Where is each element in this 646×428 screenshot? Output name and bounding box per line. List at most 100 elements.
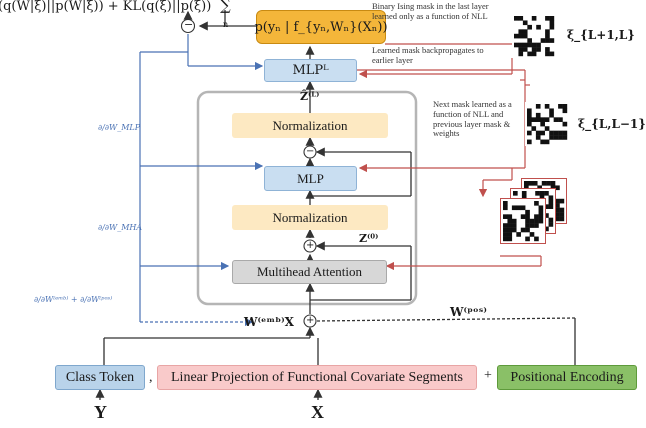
mask-pixel: [549, 24, 555, 30]
mask-pixel: [535, 112, 541, 118]
mask-pixel: [522, 42, 528, 48]
mask-pixel: [503, 236, 508, 242]
mask-pixel: [514, 42, 519, 48]
mask-pixel: [549, 20, 555, 26]
mask-pixel: [555, 203, 560, 208]
positional-weight-label: W⁽ᵖᵒˢ⁾: [450, 305, 487, 319]
mask-pixel: [507, 218, 513, 224]
positional-encoding-box: Positional Encoding: [497, 365, 637, 390]
mask-pixel: [511, 227, 517, 233]
mask-pixel: [527, 38, 532, 43]
mask-pixel: [545, 16, 550, 21]
mask-pixel: [558, 104, 563, 109]
mask-pixel: [548, 222, 554, 227]
mask-pixel: [562, 121, 568, 127]
mask-pixel: [529, 218, 535, 224]
mask-pixel: [562, 108, 568, 114]
mask-pixel: [540, 130, 545, 136]
ising-mask-previous-layer: [525, 102, 569, 146]
mask-pixel: [516, 232, 521, 237]
loss-minus-sign: −: [184, 18, 194, 31]
mask-pixel: [555, 185, 560, 191]
mask-pixel: [536, 24, 541, 30]
mask-pixel: [550, 185, 556, 191]
mask-pixel: [531, 42, 537, 48]
mask-pixel: [549, 51, 555, 57]
mask-pixel: [559, 212, 565, 217]
mask-pixel: [507, 227, 513, 233]
mask-pixel: [525, 218, 530, 224]
mask-pixel: [562, 130, 568, 136]
mask-pixel: [527, 121, 532, 127]
mask-pixel: [534, 201, 539, 206]
mask-pixel: [555, 198, 560, 204]
mask-pixel: [559, 198, 565, 204]
mask-pixel: [540, 117, 545, 122]
loss-minus-node: [180, 18, 196, 34]
mask-pixel: [528, 181, 534, 186]
mask-pixel: [527, 108, 532, 114]
input-plus: +: [484, 368, 492, 383]
multihead-attention-box: Multihead Attention: [232, 260, 387, 284]
mask-pixel: [553, 117, 559, 122]
mask-pixel: [555, 212, 560, 217]
mask-pixel: [531, 126, 537, 131]
mask-pixel: [507, 232, 513, 237]
mask-pixel: [535, 191, 540, 196]
mask-pixel: [562, 135, 568, 140]
mask-pixel: [518, 16, 524, 21]
mlp-last-layer-box: MLPᴸ: [264, 59, 357, 82]
mask-pixel: [503, 232, 508, 237]
mask-pixel: [521, 195, 527, 201]
variable-x: X: [311, 402, 324, 422]
mask-pixel: [527, 112, 532, 118]
mask-pixel: [537, 185, 542, 191]
mask-pixel: [518, 33, 524, 39]
residual-plus-sign: +: [306, 240, 315, 251]
mask-pixel: [549, 16, 555, 21]
mask-pixel: [514, 33, 519, 39]
mask-pixel: [511, 205, 517, 211]
mask-pixel: [548, 217, 554, 223]
mask-pixel: [539, 195, 545, 201]
mask-pixel: [553, 130, 559, 136]
mask-pixel: [503, 214, 508, 219]
mask-pixel: [549, 112, 554, 118]
mask-label-last: ξ_{L+1,L}: [567, 28, 635, 42]
mask-pixel: [549, 130, 554, 136]
mask-pixel: [535, 117, 541, 122]
mask-pixel: [511, 218, 517, 224]
mask-pixel: [555, 207, 560, 213]
mask-pixel: [534, 223, 539, 228]
residual-plus-node: [303, 239, 317, 253]
mask-pixel: [507, 223, 513, 228]
mask-pixel: [544, 139, 550, 145]
mask-pixel: [535, 130, 541, 136]
sum-index: n: [223, 20, 229, 29]
mask-pixel: [518, 47, 524, 52]
mask-pixel: [522, 47, 528, 52]
mask-pixel: [553, 135, 559, 140]
normalization-bottom-box: Normalization: [232, 205, 388, 230]
mask-pixel: [559, 207, 565, 213]
mask-pixel: [546, 181, 551, 186]
mask-pixel: [503, 227, 508, 233]
embedding-plus-sign: +: [306, 315, 315, 326]
mask-pixel: [520, 214, 526, 219]
mask-pixel: [525, 223, 530, 228]
mask-pixel: [555, 216, 560, 222]
mask-pixel: [520, 205, 526, 211]
sum-symbol: ∑: [220, 0, 231, 14]
mask-pixel: [535, 135, 541, 140]
mask-pixel: [531, 117, 537, 122]
transformer-block-frame: [196, 90, 418, 306]
mask-pixel: [545, 47, 550, 52]
gradient-label-embedding: ∂/∂W⁽ᵉᵐᵇ⁾ + ∂/∂W⁽ᵖᵒˢ⁾: [34, 295, 113, 304]
mask-pixel: [527, 24, 532, 30]
mlp-box: MLP: [264, 166, 357, 191]
mask-pixel: [544, 226, 549, 232]
mask-pixel: [540, 38, 546, 43]
loss-expression: (q(W|ξ)||p(W|ξ)) + KL(q(ξ)||p(ξ)): [0, 0, 212, 14]
embedding-label: W⁽ᵉᵐᵇ⁾X: [244, 315, 294, 329]
